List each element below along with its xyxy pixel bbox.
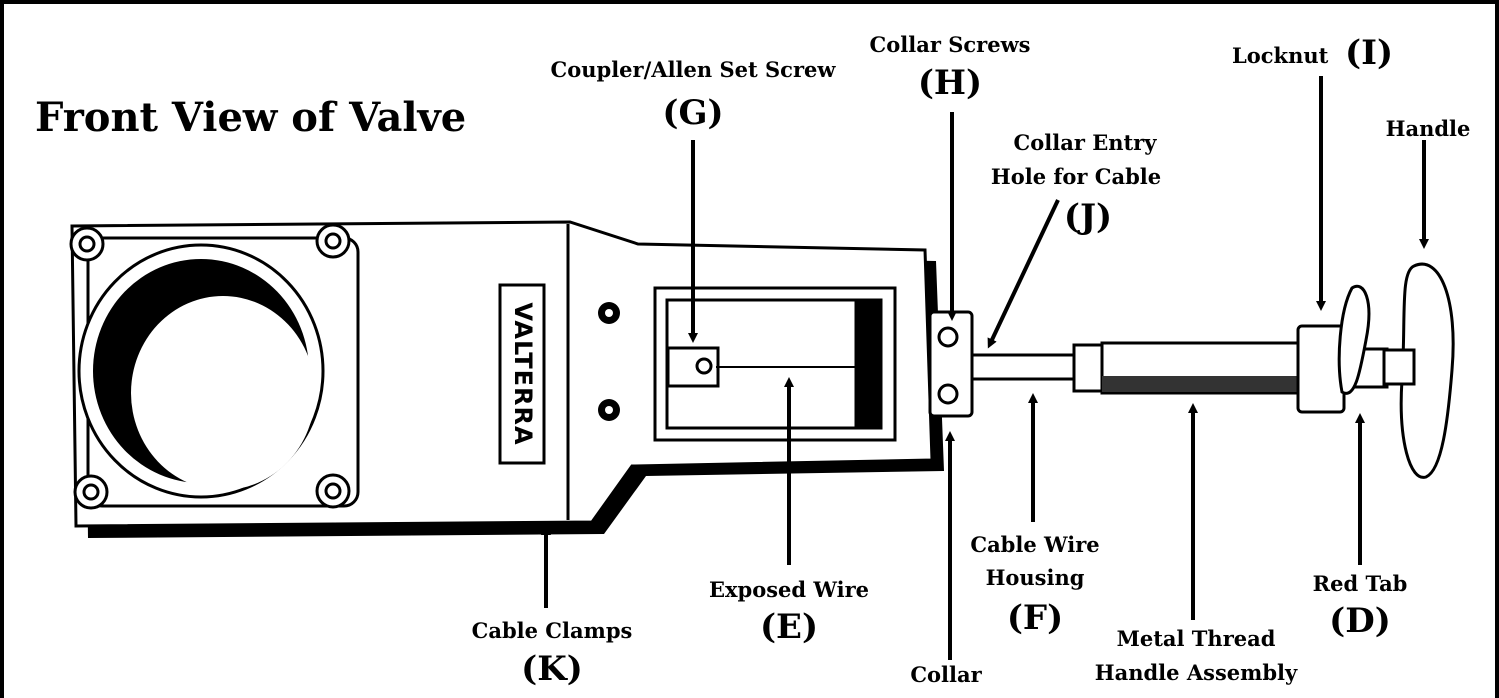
label-collar-screws: Collar Screws xyxy=(869,32,1031,57)
label-collar-entry-1: Collar Entry xyxy=(1013,130,1157,155)
label-cable-clamps: Cable Clamps xyxy=(471,618,633,643)
label-collar-entry-2: Hole for Cable xyxy=(990,164,1162,189)
label-handle: Handle xyxy=(1385,116,1471,141)
label-metal-thread-1: Metal Thread xyxy=(1116,626,1276,651)
label-red-tab: Red Tab xyxy=(1312,571,1408,596)
label-metal-thread-2: Handle Assembly xyxy=(1094,660,1298,685)
letter-h: (H) xyxy=(917,63,983,103)
thread-assembly xyxy=(1072,324,1389,414)
letter-e: (E) xyxy=(759,607,819,647)
handle-shape xyxy=(1399,262,1455,479)
page-title: Front View of Valve xyxy=(35,94,467,141)
label-coupler: Coupler/Allen Set Screw xyxy=(550,57,836,82)
label-locknut: Locknut xyxy=(1232,43,1329,68)
cable-housing xyxy=(970,353,1078,381)
letter-d: (D) xyxy=(1329,601,1391,641)
letter-g: (G) xyxy=(662,93,724,133)
brand-badge xyxy=(498,283,546,465)
wire-window xyxy=(653,286,897,442)
letter-j: (J) xyxy=(1063,197,1113,237)
body-bolts xyxy=(69,223,351,510)
collar-block xyxy=(928,310,974,418)
label-collar: Collar xyxy=(910,662,982,687)
label-cable-housing-1: Cable Wire xyxy=(970,532,1100,557)
label-exposed-wire: Exposed Wire xyxy=(708,577,870,602)
letter-i: (I) xyxy=(1345,33,1394,73)
red-tab-shape xyxy=(1337,284,1371,395)
brand-logo-text: VALTERRA xyxy=(508,302,537,446)
letter-k: (K) xyxy=(521,649,583,689)
label-cable-housing-2: Housing xyxy=(985,565,1085,590)
letter-f: (F) xyxy=(1006,598,1064,638)
pipe-opening xyxy=(77,243,325,499)
callout-arrows xyxy=(541,76,1429,660)
plate-screws xyxy=(598,302,620,421)
